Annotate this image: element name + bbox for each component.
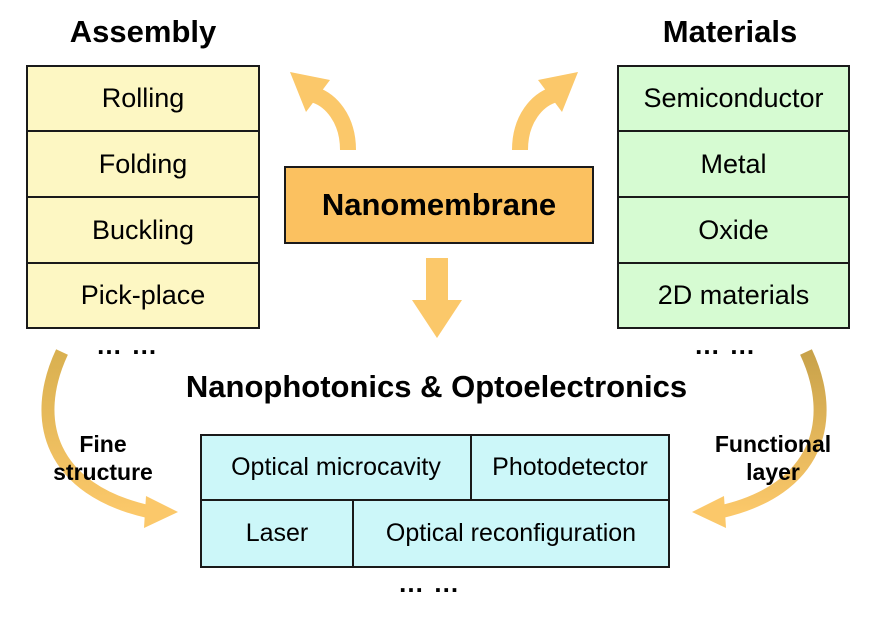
- materials-ellipsis: … …: [694, 330, 757, 360]
- side-label-right-line1: Functional: [714, 431, 832, 457]
- application-photodetector: Photodetector: [472, 436, 668, 499]
- materials-item-2d-materials: 2D materials: [619, 264, 848, 327]
- materials-item-oxide: Oxide: [619, 198, 848, 264]
- assembly-ellipsis: … …: [96, 330, 159, 360]
- side-label-left-line2: structure: [53, 459, 153, 485]
- application-optical-reconfiguration: Optical reconfiguration: [354, 501, 668, 566]
- assembly-item-folding: Folding: [28, 132, 258, 198]
- assembly-item-rolling: Rolling: [28, 67, 258, 132]
- materials-list: Semiconductor Metal Oxide 2D materials: [617, 65, 850, 329]
- materials-title: Materials: [662, 14, 798, 49]
- applications-row-1: Optical microcavity Photodetector: [202, 436, 668, 501]
- assembly-item-pick-place: Pick-place: [28, 264, 258, 327]
- applications-row-2: Laser Optical reconfiguration: [202, 501, 668, 566]
- assembly-item-buckling: Buckling: [28, 198, 258, 264]
- materials-item-metal: Metal: [619, 132, 848, 198]
- applications-ellipsis: … …: [398, 568, 461, 598]
- arrow-to-assembly: [290, 72, 356, 151]
- arrow-to-materials: [512, 72, 578, 151]
- applications-grid: Optical microcavity Photodetector Laser …: [200, 434, 670, 568]
- application-laser: Laser: [202, 501, 354, 566]
- side-label-functional-layer: Functional layer: [698, 430, 848, 486]
- applications-title: Nanophotonics & Optoelectronics: [185, 369, 688, 404]
- application-optical-microcavity: Optical microcavity: [202, 436, 472, 499]
- side-label-right-line2: layer: [746, 459, 800, 485]
- assembly-list: Rolling Folding Buckling Pick-place: [26, 65, 260, 329]
- arrow-functional-layer: [692, 349, 827, 528]
- side-label-left-line1: Fine: [79, 431, 127, 457]
- materials-item-semiconductor: Semiconductor: [619, 67, 848, 132]
- arrow-down: [412, 258, 462, 338]
- arrow-fine-structure: [41, 349, 178, 528]
- side-label-fine-structure: Fine structure: [38, 430, 168, 486]
- nanomembrane-box: Nanomembrane: [284, 166, 594, 244]
- assembly-title: Assembly: [69, 14, 217, 49]
